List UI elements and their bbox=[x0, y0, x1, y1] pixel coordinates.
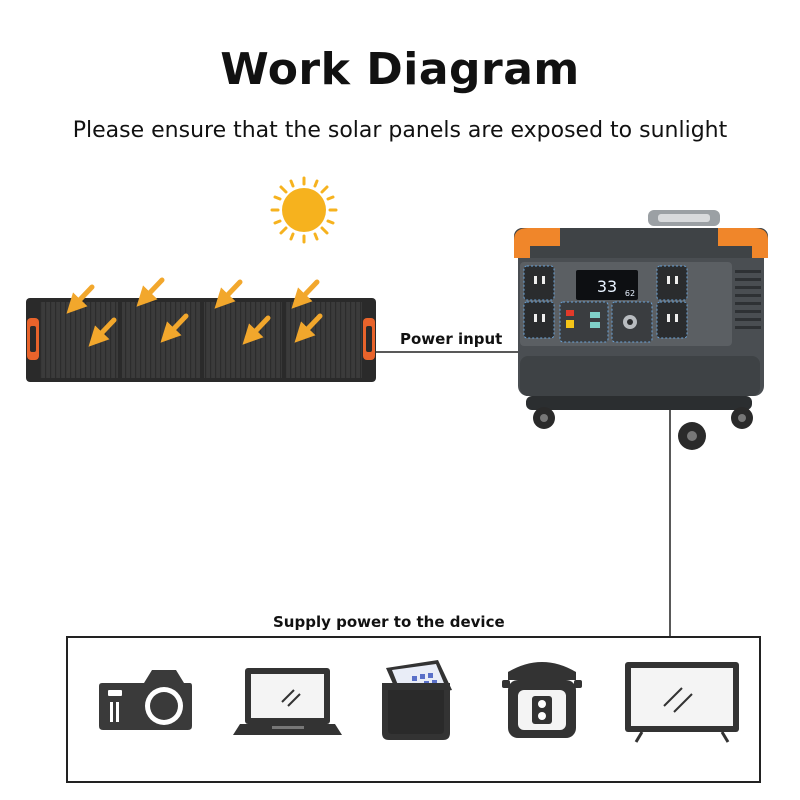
power-input-label: Power input bbox=[400, 330, 503, 348]
laptop-icon bbox=[233, 668, 342, 735]
solar-panel bbox=[26, 298, 376, 382]
svg-text:33: 33 bbox=[597, 277, 617, 296]
sunlight-arrows bbox=[66, 277, 323, 347]
tv-icon bbox=[625, 662, 739, 743]
station-display bbox=[576, 270, 638, 300]
subtitle: Please ensure that the solar panels are … bbox=[72, 118, 728, 143]
supply-label: Supply power to the device bbox=[273, 613, 505, 631]
cooler-box-icon bbox=[382, 660, 452, 740]
devices-box bbox=[66, 636, 761, 783]
rice-cooker-icon bbox=[502, 662, 582, 738]
page-title: Work Diagram bbox=[220, 44, 580, 95]
camera-icon bbox=[99, 670, 192, 730]
power-station-icon: 33 62 bbox=[514, 210, 768, 450]
sun-icon bbox=[270, 176, 338, 244]
svg-text:62: 62 bbox=[625, 289, 635, 298]
